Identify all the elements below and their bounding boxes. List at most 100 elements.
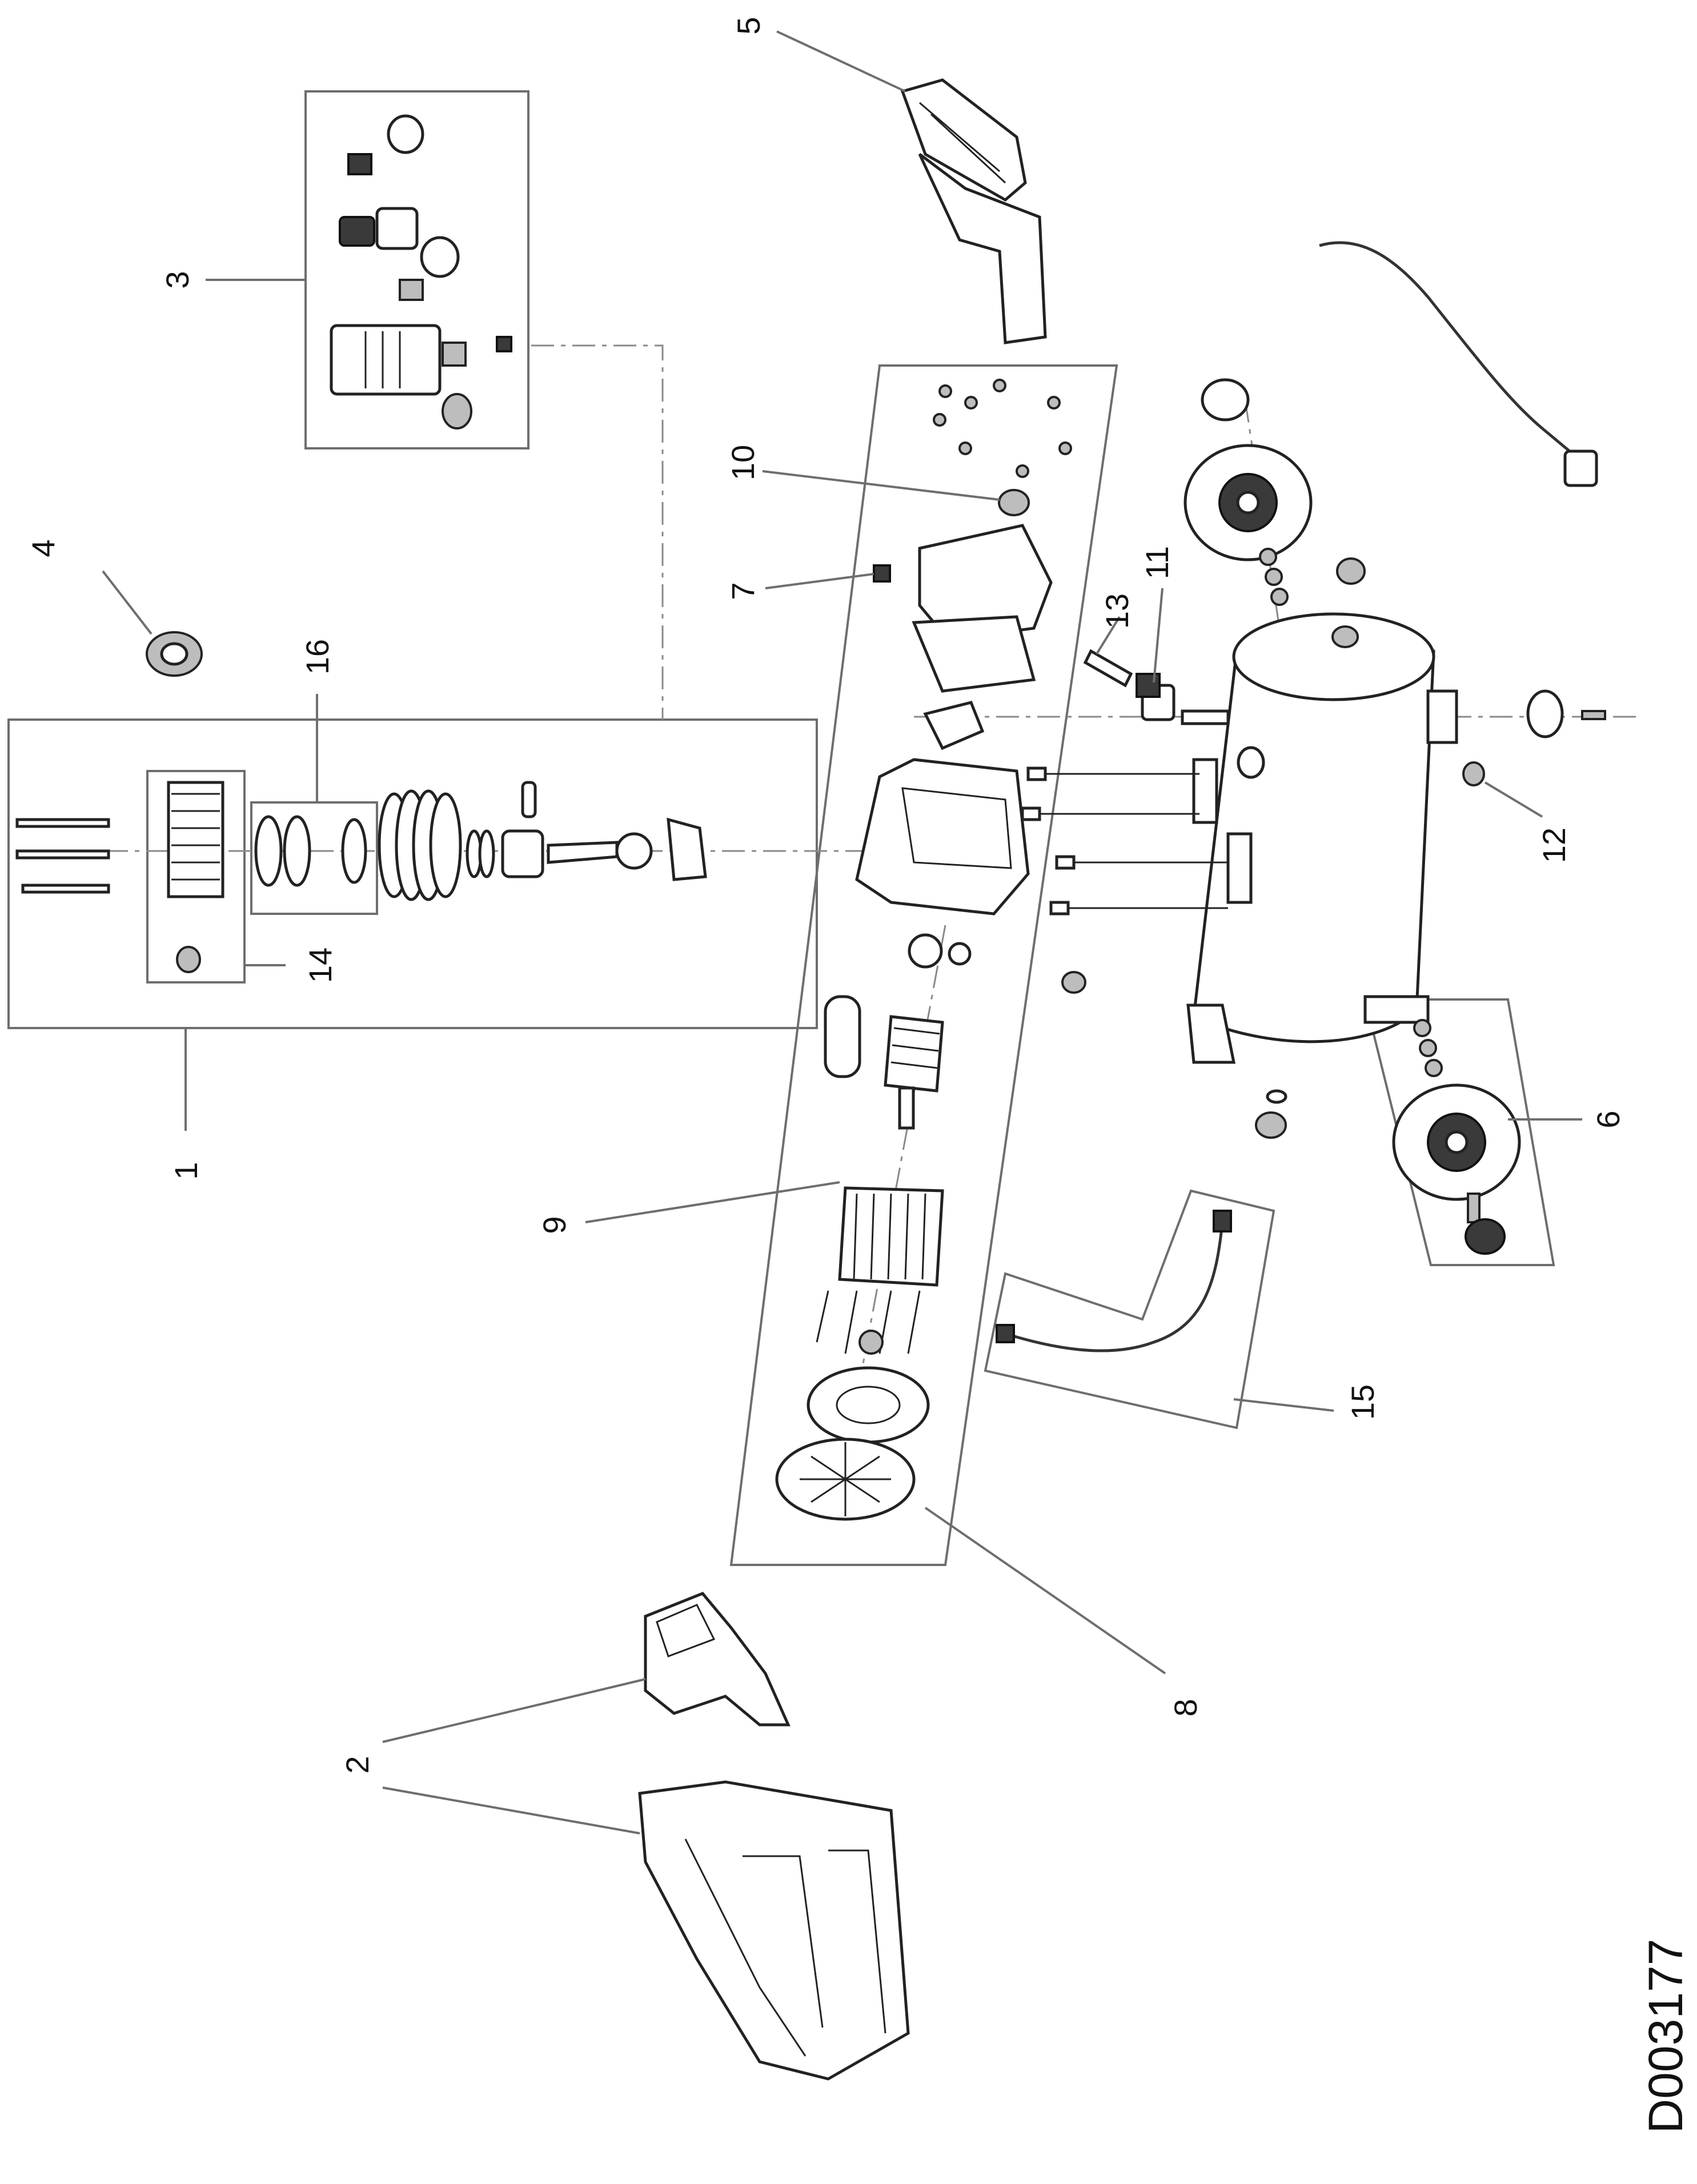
tank-foot	[1426, 689, 1458, 744]
cylinder-head	[167, 781, 224, 898]
callout-8: 8	[1168, 1699, 1203, 1716]
piston-ring	[478, 829, 495, 878]
leader-5	[776, 30, 906, 93]
head-bolt	[15, 818, 110, 828]
gasket	[254, 815, 283, 887]
tie-rod	[844, 1290, 858, 1354]
callout-12: 12	[1536, 828, 1572, 863]
hose-fitting	[996, 1324, 1015, 1343]
switch-fitting	[442, 342, 467, 367]
breather	[873, 564, 891, 583]
crankcase-cover	[918, 524, 1053, 641]
tank-nipple	[1181, 709, 1230, 725]
air-tank	[1021, 612, 1458, 1139]
elbow-fitting	[176, 946, 201, 973]
rotor	[884, 1015, 944, 1093]
connecting-rod	[547, 841, 619, 864]
shroud-set	[638, 1592, 910, 2081]
tank-port	[1237, 746, 1265, 779]
wheel-cap	[1336, 557, 1366, 585]
head-bolt	[21, 884, 110, 894]
quick-coupler	[347, 153, 372, 175]
callout-15: 15	[1345, 1384, 1381, 1420]
pressure-gauge	[420, 236, 460, 278]
tank-bracket	[1226, 832, 1253, 904]
motor-end-bell	[807, 1366, 930, 1444]
tank-end-cap	[1232, 612, 1435, 701]
hose-fitting	[1213, 1210, 1232, 1232]
frame-valve-plate	[250, 801, 378, 915]
leader-12	[1484, 781, 1543, 818]
callout-9: 9	[536, 1216, 572, 1234]
mounting-bolts	[1021, 766, 1228, 916]
safety-valve	[399, 279, 424, 301]
tank-bracket	[1192, 758, 1218, 824]
callout-1: 1	[168, 1162, 204, 1179]
wheel-upper	[1184, 378, 1366, 606]
piston-pin	[521, 781, 537, 818]
tank-port	[1331, 625, 1359, 648]
callout-5: 5	[731, 17, 767, 34]
axis-pressure-switch	[531, 344, 664, 720]
document-id: D003177	[1639, 1939, 1692, 2134]
pressure-switch-assembly	[330, 114, 512, 429]
crankshaft-counterweight	[923, 701, 985, 750]
rear-bearing	[858, 1330, 884, 1355]
valve-plate	[283, 815, 311, 887]
bearing	[908, 933, 943, 969]
crankcase	[855, 758, 1030, 916]
cylinder	[378, 789, 462, 901]
rubber-bumper	[1061, 971, 1086, 994]
rubber-foot	[146, 631, 203, 677]
foot-bolt	[1581, 710, 1606, 720]
leader-4	[102, 570, 153, 635]
callout-11: 11	[1139, 546, 1175, 579]
callout-3: 3	[159, 271, 195, 288]
regulator-body	[375, 207, 419, 250]
check-fitting	[496, 336, 512, 352]
pressure-regulator	[339, 216, 375, 247]
frame-pump-assembly	[7, 718, 818, 1029]
unloader-valve	[442, 393, 472, 429]
fittings	[1083, 649, 1606, 786]
handle	[900, 78, 1047, 344]
cooling-fan	[775, 1438, 916, 1521]
head-bolt	[15, 849, 110, 860]
callout-6: 6	[1590, 1110, 1626, 1128]
leader-15	[1233, 1398, 1334, 1412]
callout-10: 10	[725, 445, 761, 480]
callout-13: 13	[1099, 593, 1135, 629]
callout-7: 7	[725, 582, 761, 600]
piston	[501, 829, 544, 878]
frame-motor-crankcase-assembly	[729, 364, 1118, 1566]
cover-screws	[933, 379, 1072, 478]
connecting-rod-eye	[615, 832, 653, 870]
power-cord	[1319, 241, 1598, 487]
wheel-hubcap	[1465, 1218, 1506, 1255]
leader-8	[924, 1507, 1166, 1675]
callout-2: 2	[339, 1756, 375, 1773]
leader-13	[1096, 616, 1121, 655]
check-valve-nut	[1136, 673, 1161, 698]
leader-10	[762, 470, 1000, 501]
leader-2b	[382, 1786, 640, 1834]
tie-rod	[907, 1290, 921, 1354]
wheel-kit	[1392, 1019, 1521, 1255]
group-frames	[7, 90, 1555, 1566]
plug-12	[1462, 761, 1485, 786]
capacitor	[824, 995, 861, 1078]
large-shroud	[638, 1780, 910, 2081]
outlet-tube	[1083, 649, 1133, 688]
tank-foot	[1363, 995, 1430, 1024]
pump-assembly	[15, 781, 707, 973]
leader-9	[585, 1181, 840, 1223]
gasket	[341, 818, 367, 884]
oil-plug	[998, 489, 1030, 516]
drain-washer	[1266, 1089, 1287, 1104]
bearing	[948, 942, 972, 966]
pressure-gauge	[387, 114, 424, 154]
tie-rod	[816, 1290, 829, 1343]
power-plug	[1563, 449, 1598, 487]
frame-pressure-switch-assembly	[304, 90, 529, 449]
